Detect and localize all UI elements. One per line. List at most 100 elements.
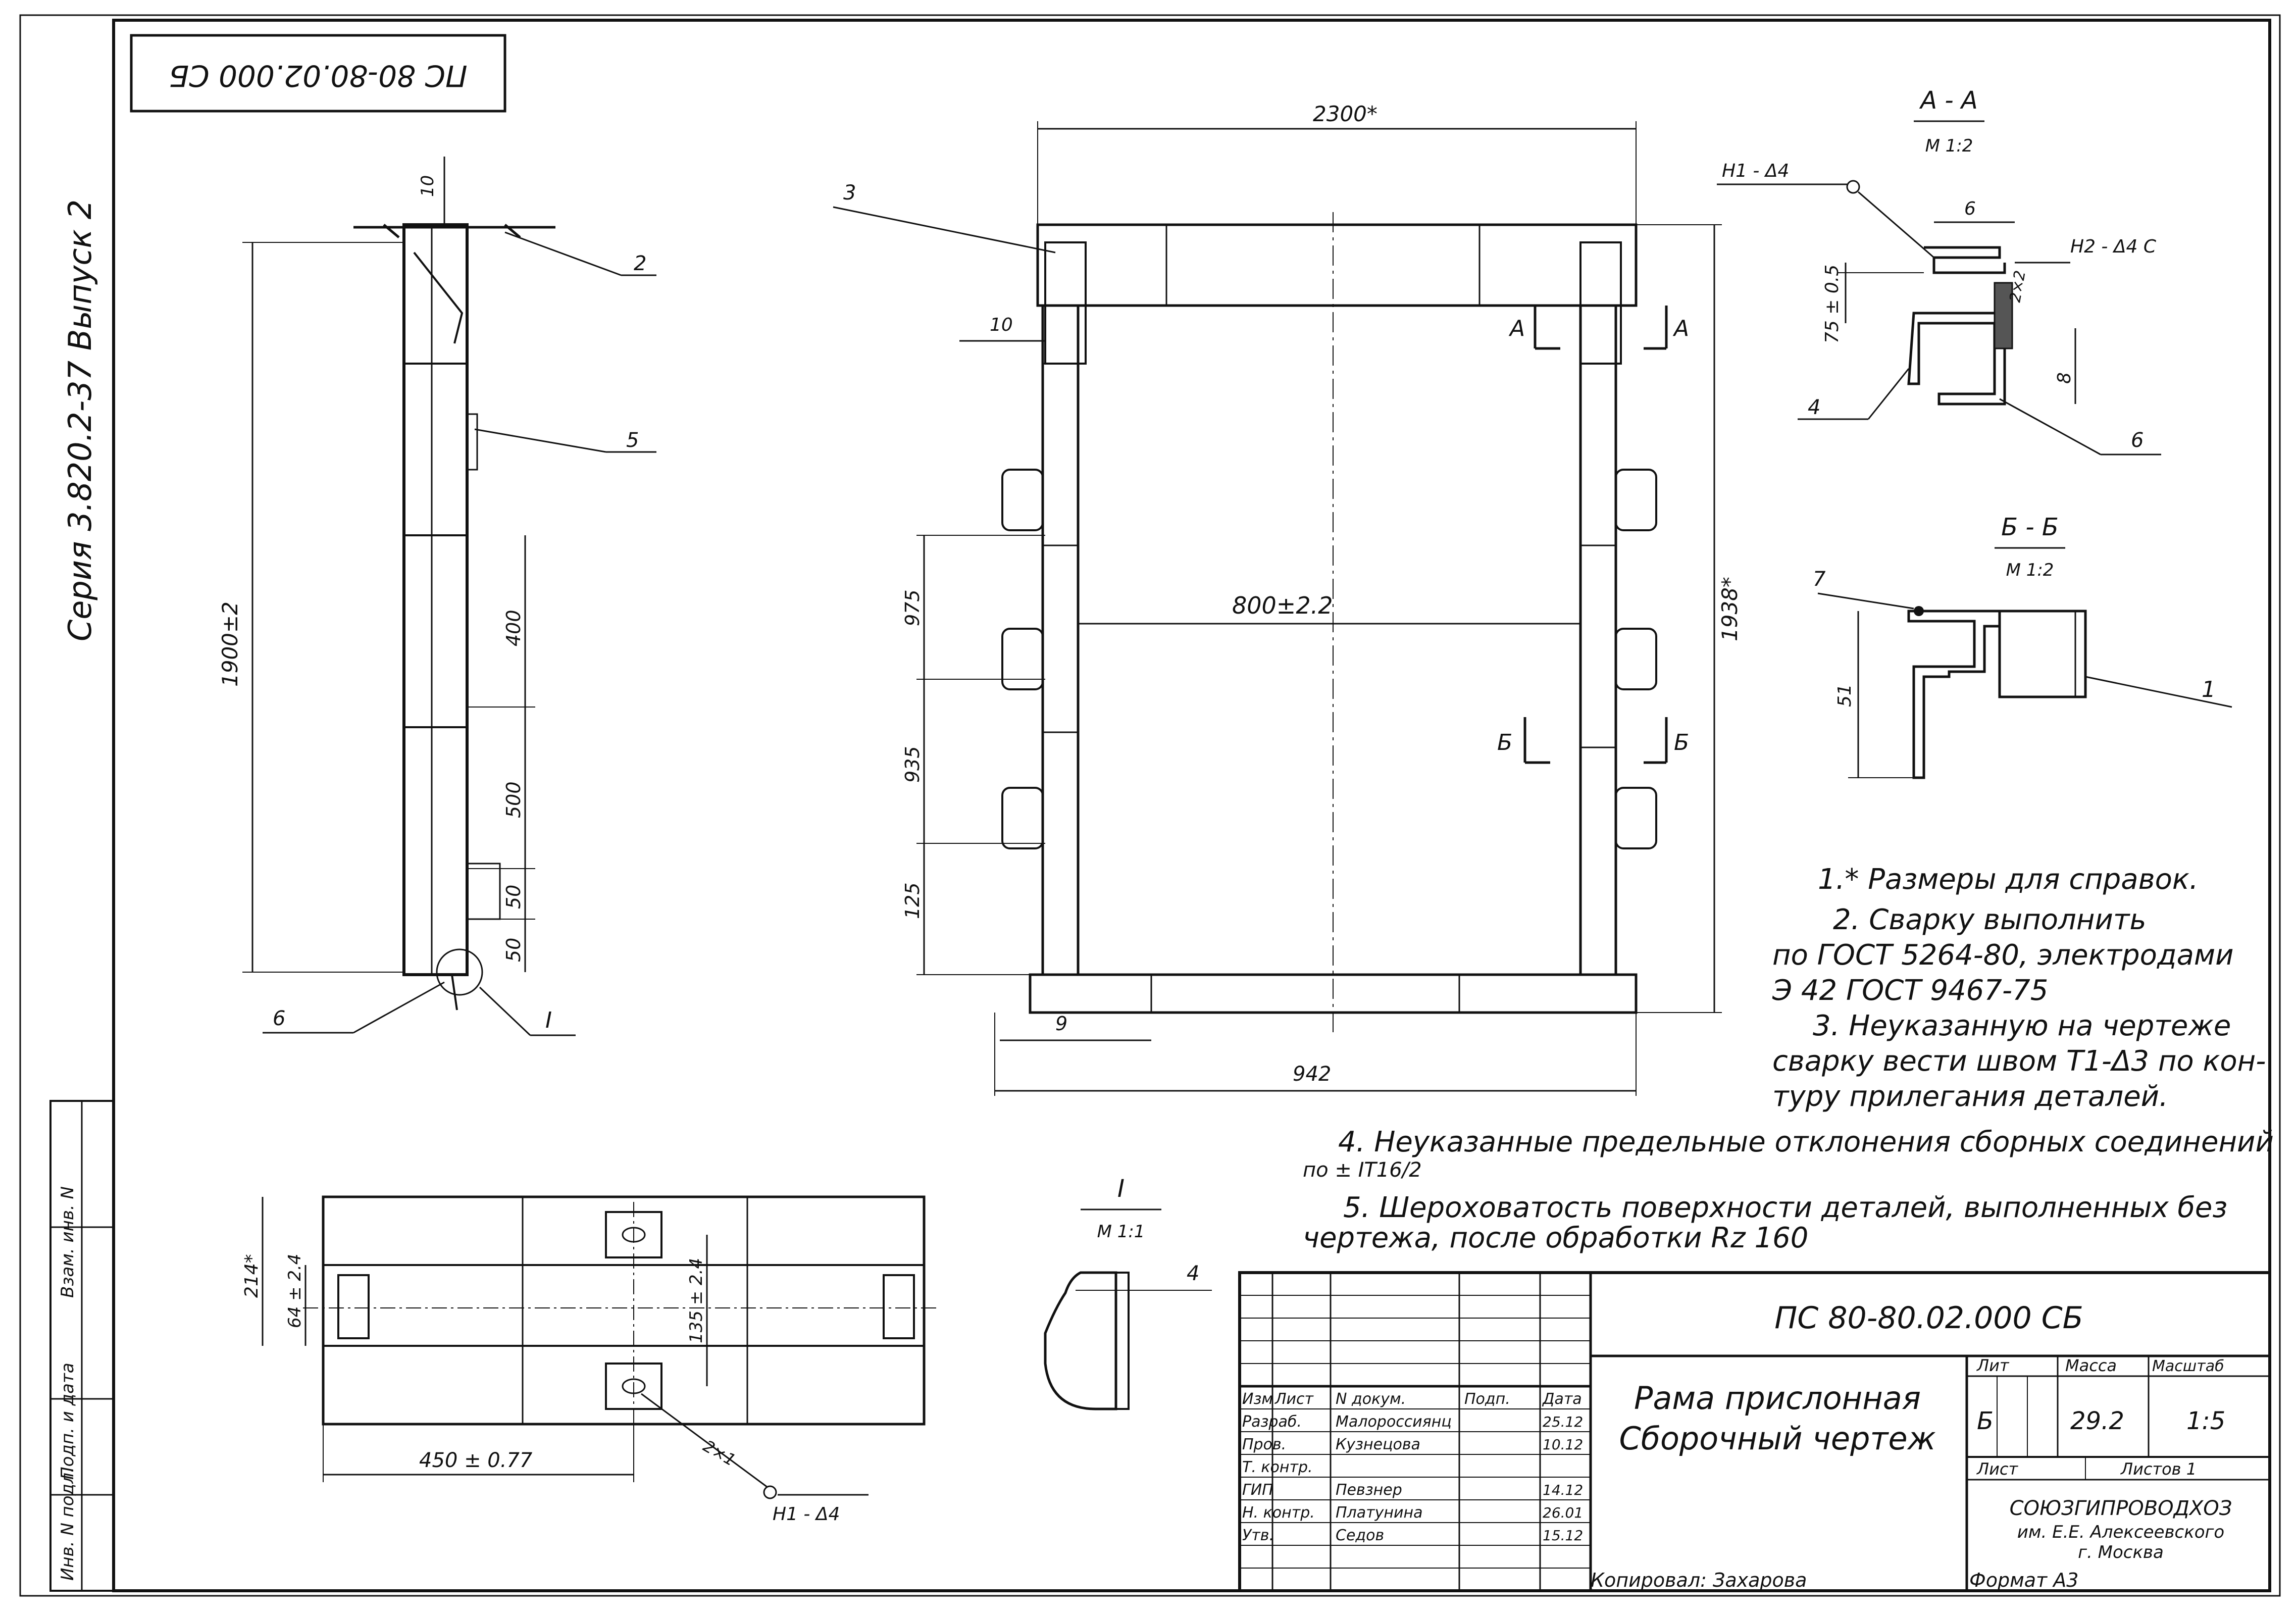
dim-500: 500 (502, 781, 525, 818)
tb-org-line3: г. Москва (2078, 1542, 2164, 1562)
tb-sheets-label: Листов 1 (2120, 1459, 2197, 1479)
tb-row2-role: Т. контр. (1242, 1458, 1313, 1476)
dim-1938: 1938* (1717, 577, 1742, 641)
section-bb-title: Б - Б (2001, 513, 2059, 541)
dim-8: 8 (2054, 372, 2075, 384)
callout-roman-i: I (545, 1007, 552, 1033)
tb-row0-name: Малороссиянц (1336, 1413, 1452, 1431)
detail-i: I М 1:1 4 (1044, 1175, 1212, 1410)
tb-row4-role: Н. контр. (1242, 1504, 1315, 1522)
dim-975: 975 (901, 589, 924, 626)
outer-frame (19, 14, 2281, 1597)
section-bb: Б - Б М 1:2 7 51 1 (1813, 513, 2232, 779)
front-view: 2300* 800±2.2 942 9 10 1938* 975 935 125… (833, 102, 1742, 1096)
callout-3: 3 (843, 181, 856, 205)
dim-400: 400 (502, 610, 525, 646)
dim-2300: 2300* (1313, 102, 1377, 126)
note-4b: по ± IT16/2 (1303, 1158, 1422, 1182)
note-3b: сварку вести швом Т1-Δ3 по кон- (1772, 1045, 2266, 1078)
dim-135: 135 ± 2.4 (686, 1258, 706, 1343)
tb-col-date: Дата (1542, 1390, 1582, 1408)
tb-row4-date: 26.01 (1543, 1504, 1583, 1521)
tb-name-line1: Рама прислонная (1634, 1380, 1921, 1417)
note-2a: 2. Сварку выполнить (1833, 903, 2146, 936)
notes: 1.* Размеры для справок. 2. Сварку выпол… (1303, 863, 2274, 1254)
format-label: Формат А3 (1969, 1569, 2078, 1591)
section-aa-scale: М 1:2 (1925, 136, 1973, 156)
mirrored-stamp-box (130, 34, 506, 113)
tb-row1-role: Пров. (1242, 1436, 1286, 1453)
weld-h1-bottom: Н1 - Δ4 (773, 1504, 840, 1525)
tb-org-line2: им. Е.Е. Алексеевского (2017, 1522, 2224, 1542)
tb-scale-value: 1:5 (2186, 1407, 2225, 1435)
section-aa: А - А М 1:2 Н1 - Δ4 Н2 - Δ4 С 2×2 75 ± 0… (1717, 86, 2161, 456)
dim-1900: 1900±2 (218, 601, 242, 687)
inner-frame (112, 19, 2271, 1592)
tb-org-line1: СОЮЗГИПРОВОДХОЗ (2010, 1497, 2232, 1520)
tb-scale-label: Масштаб (2152, 1357, 2224, 1375)
note-3c: туру прилегания деталей. (1772, 1080, 2168, 1113)
note-3a: 3. Неуказанную на чертеже (1813, 1010, 2231, 1042)
tb-lit-label: Лит (1976, 1356, 2010, 1375)
callout-5: 5 (626, 429, 639, 452)
tb-row3-role: ГИП (1242, 1481, 1273, 1499)
tb-mass-label: Масса (2065, 1356, 2117, 1375)
copied-by: Копировал: Захарова (1591, 1569, 1807, 1591)
callout-2: 2 (634, 252, 646, 275)
side-stamp-inv: Инв. N подл. (58, 1467, 78, 1581)
tb-row5-name: Седов (1336, 1527, 1384, 1544)
tb-name-line2: Сборочный чертеж (1619, 1420, 1935, 1457)
section-a-right: А (1672, 316, 1689, 341)
side-stamp-replace: Взам. инв. N (58, 1186, 78, 1298)
tb-row0-date: 25.12 (1543, 1414, 1583, 1430)
callout-4-aa: 4 (1808, 396, 1820, 419)
dim-50b: 50 (502, 938, 525, 962)
tb-row1-date: 10.12 (1543, 1436, 1583, 1453)
note-5b: чертежа, после обработки Rz 160 (1303, 1222, 1808, 1254)
tb-sheet-label: Лист (1976, 1459, 2018, 1479)
tb-row3-date: 14.12 (1543, 1482, 1583, 1498)
weld-2x2: 2×2 (2006, 269, 2029, 304)
tb-row4-name: Платунина (1336, 1504, 1422, 1522)
weld-h2-aa: Н2 - Δ4 С (2070, 236, 2157, 257)
plan-view: 214* 64 ± 2.4 135 ± 2.4 450 ± 0.77 Н1 - … (241, 1195, 939, 1525)
dim-800: 800±2.2 (1232, 592, 1333, 619)
dim-935: 935 (901, 746, 924, 783)
dim-4: 4 (1187, 1262, 1199, 1285)
dim-9: 9 (1055, 1013, 1067, 1035)
side-stamp-sign: Подп. и дата (58, 1362, 78, 1480)
title-block: Изм Лист N докум. Подп. Дата Разраб. Мал… (1238, 1271, 2271, 1592)
tb-row0-role: Разраб. (1242, 1413, 1302, 1431)
series-label: Серия 3.820.2-37 Выпуск 2 (62, 199, 98, 641)
callout-6: 6 (273, 1007, 285, 1030)
note-2c: Э 42 ГОСТ 9467-75 (1772, 974, 2048, 1007)
dim-10-top: 10 (418, 175, 438, 197)
tb-lit-value: Б (1977, 1407, 1994, 1435)
side-view: 1900±2 10 400 500 50 50 2 5 6 I (218, 157, 656, 1036)
dim-942: 942 (1293, 1063, 1331, 1086)
tb-row5-date: 15.12 (1543, 1527, 1583, 1544)
note-1: 1.* Размеры для справок. (1818, 863, 2199, 896)
dim-6: 6 (1964, 198, 1976, 219)
note-2b: по ГОСТ 5264-80, электродами (1772, 939, 2234, 972)
side-stamp: Инв. N подл. Подп. и дата Взам. инв. N (49, 1100, 115, 1592)
note-5a: 5. Шероховатость поверхности деталей, вы… (1343, 1191, 2227, 1224)
dim-214: 214* (241, 1254, 262, 1298)
dim-125: 125 (901, 882, 924, 919)
note-4a: 4. Неуказанные предельные отклонения сбо… (1338, 1126, 2274, 1158)
tb-col-doc: N докум. (1336, 1390, 1406, 1408)
tb-mass-value: 29.2 (2070, 1407, 2124, 1435)
callout-6-aa: 6 (2131, 429, 2144, 452)
mirrored-drawing-number: ПС 80-80.02.000 СБ (169, 59, 467, 93)
section-bb-scale: М 1:2 (2006, 560, 2054, 580)
tb-row1-name: Кузнецова (1336, 1436, 1420, 1453)
detail-i-title: I (1117, 1175, 1125, 1203)
section-a-left: А (1508, 316, 1525, 341)
weld-h1-aa: Н1 - Δ4 (1722, 161, 1789, 181)
dim-10-left: 10 (990, 315, 1013, 335)
tb-row3-name: Певзнер (1336, 1481, 1402, 1499)
tb-row5-role: Утв. (1242, 1527, 1274, 1544)
callout-7: 7 (1813, 568, 1826, 591)
